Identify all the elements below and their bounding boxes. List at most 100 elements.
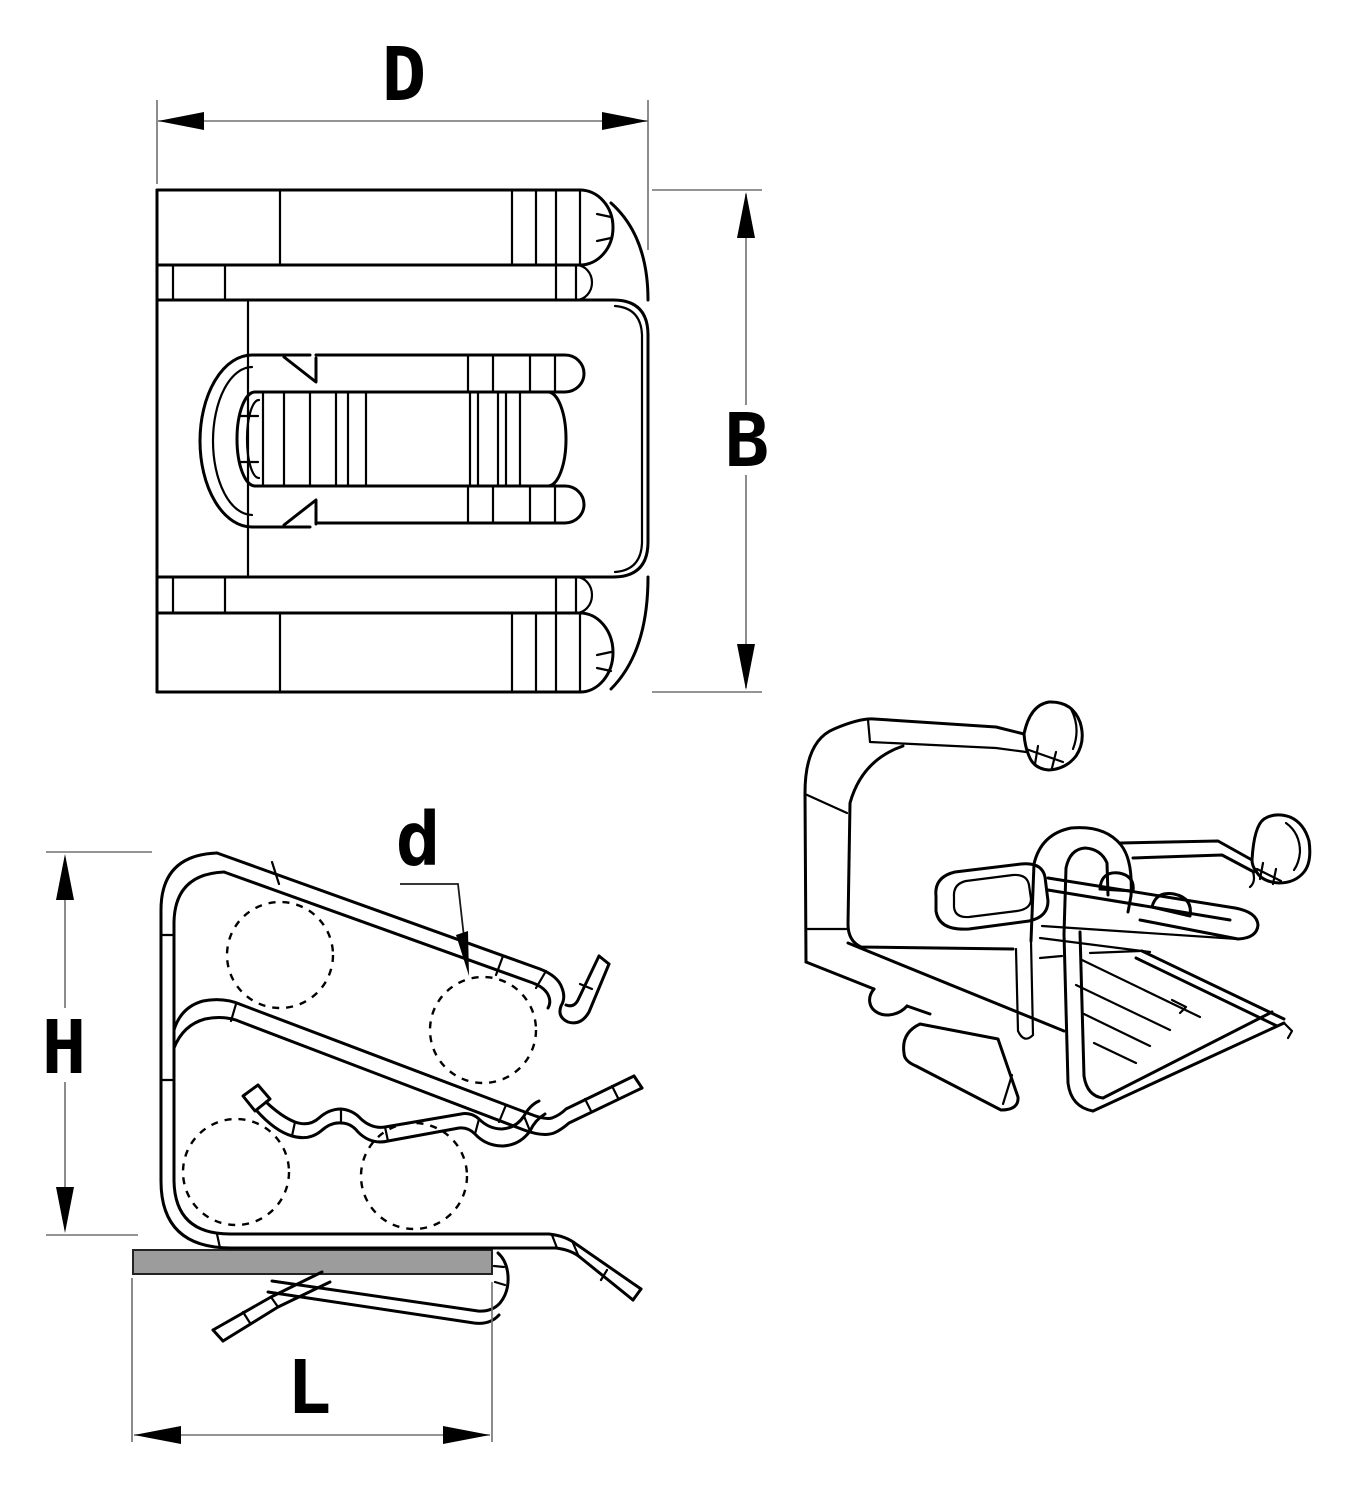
iso-shelf-right-cap <box>1138 906 1260 941</box>
notch-bottom <box>282 498 318 527</box>
iso-hook-2 <box>1250 813 1312 885</box>
dim-l-arrow-left <box>134 1426 181 1444</box>
dim-d-small-leader <box>400 883 467 956</box>
upper-arm-ticks <box>494 954 594 991</box>
middle-arm-end-cap <box>632 1074 644 1090</box>
iso-deck-ribs <box>1074 958 1202 1065</box>
under-spring-upper <box>270 1251 510 1313</box>
strap-verticals <box>466 353 557 525</box>
top-right-silhouette <box>609 201 650 302</box>
cable-circle-bottom-right <box>359 1121 469 1231</box>
flange-plate <box>132 1249 493 1275</box>
bottom-cap <box>578 611 615 694</box>
iso-hanging-tab-inner <box>1001 1073 1014 1106</box>
dimension-overall-width: D <box>156 32 649 250</box>
back-plate-right-edge <box>611 298 650 579</box>
slot-left-cap <box>235 390 257 488</box>
iso-left-hoop-ticks <box>803 792 850 931</box>
iso-front-band <box>846 941 1066 1033</box>
top-view <box>155 188 650 694</box>
dim-l-arrow-right <box>443 1426 490 1444</box>
strip-verticals-top <box>171 263 578 302</box>
under-spring-lower <box>266 1290 501 1325</box>
slot-left-ticks <box>238 414 260 464</box>
dimension-height: H <box>42 851 152 1236</box>
cable-circle-top-left <box>225 900 335 1010</box>
dim-b-arrow-bottom <box>737 644 755 690</box>
strip-lines <box>155 298 615 579</box>
iso-arch-front-leg <box>1014 939 1035 1040</box>
clip-base-end-cap <box>631 1287 643 1302</box>
iso-hook-1-detail <box>1024 707 1078 770</box>
bend-ticks-body <box>159 860 609 1282</box>
dimension-cable-diameter: d <box>396 797 469 976</box>
iso-deck-front-edge <box>1091 1010 1286 1113</box>
wave-end-tab <box>241 1083 272 1113</box>
iso-saddle <box>934 862 1050 931</box>
iso-arch-inner <box>1062 846 1110 936</box>
clip-outer-profile <box>159 851 635 1302</box>
iso-upper-rails <box>1046 876 1237 922</box>
dim-label-b-depth: B <box>725 398 770 484</box>
wave-ticks <box>290 1107 532 1143</box>
iso-deck-right-border <box>1134 949 1286 1028</box>
wave-lower-edge <box>255 1109 547 1148</box>
dim-d-extension-lines <box>156 100 649 250</box>
iso-dimple <box>868 987 909 1017</box>
cable-circle-top-right <box>428 975 538 1085</box>
strap-bottom <box>314 484 586 525</box>
dim-d-arrow-right <box>602 112 648 130</box>
top-cap-ticks <box>595 212 613 243</box>
under-spring-end-cap <box>211 1328 225 1343</box>
clip-inner-profile <box>172 870 643 1291</box>
iso-left-hoop-outer <box>803 717 1026 964</box>
dim-d-small-arrow <box>456 931 469 976</box>
iso-arm-2 <box>1119 839 1256 874</box>
notch-top <box>282 355 318 384</box>
middle-arm-ticks <box>229 1002 620 1124</box>
bottom-band-lines <box>155 611 582 694</box>
top-band-verticals <box>278 188 582 267</box>
strip-cap-top <box>574 263 594 302</box>
bottom-band-verticals <box>278 611 582 694</box>
dim-h-extension-lines <box>46 851 152 1236</box>
bottom-cap-ticks <box>595 650 613 673</box>
iso-front-edge-2 <box>905 1004 932 1016</box>
dim-h-arrow-bottom <box>56 1187 74 1233</box>
saddle-c-inner <box>211 365 254 517</box>
upper-arm-inner <box>222 870 552 1010</box>
dim-label-l-length: L <box>287 1345 332 1431</box>
slot-edges <box>253 390 567 488</box>
side-view <box>132 851 644 1343</box>
middle-arm-upper <box>172 998 636 1120</box>
under-spring-tip-upper <box>211 1270 324 1332</box>
iso-left-hoop-inner <box>846 744 1015 951</box>
strip-verticals-bottom <box>171 575 578 615</box>
wave-upper-edge <box>264 1099 541 1131</box>
iso-front-edge <box>804 960 876 991</box>
dim-b-extension-lines <box>652 189 762 693</box>
upper-arm-outer <box>215 851 611 1025</box>
under-spring-tip-lower <box>221 1280 332 1343</box>
under-spring-ticks <box>241 1264 507 1325</box>
top-view-top-cap <box>578 188 615 267</box>
strip-cap-bottom <box>574 575 594 615</box>
slot-right-cap <box>546 390 568 488</box>
iso-arch-leg-inner <box>1078 930 1105 1100</box>
iso-deck-top-edge <box>1038 949 1142 960</box>
iso-hook-1 <box>1022 700 1084 772</box>
dim-h-arrow-top <box>56 854 74 900</box>
back-plate-inner-line <box>613 304 644 574</box>
dim-label-h-height: H <box>42 1005 87 1091</box>
iso-saddle-hole <box>952 873 1033 919</box>
upper-arm-end-cap <box>597 954 611 966</box>
isometric-view <box>803 700 1312 1113</box>
iso-arch-leg-outer <box>1062 932 1095 1113</box>
strap-top <box>314 353 586 394</box>
slot-left-inner <box>245 398 261 480</box>
iso-deck-corner-cap <box>1282 1021 1294 1040</box>
upper-arm-tip-inner <box>564 954 601 1008</box>
dim-b-arrow-top <box>737 192 755 238</box>
middle-arm-lower <box>172 1016 644 1136</box>
